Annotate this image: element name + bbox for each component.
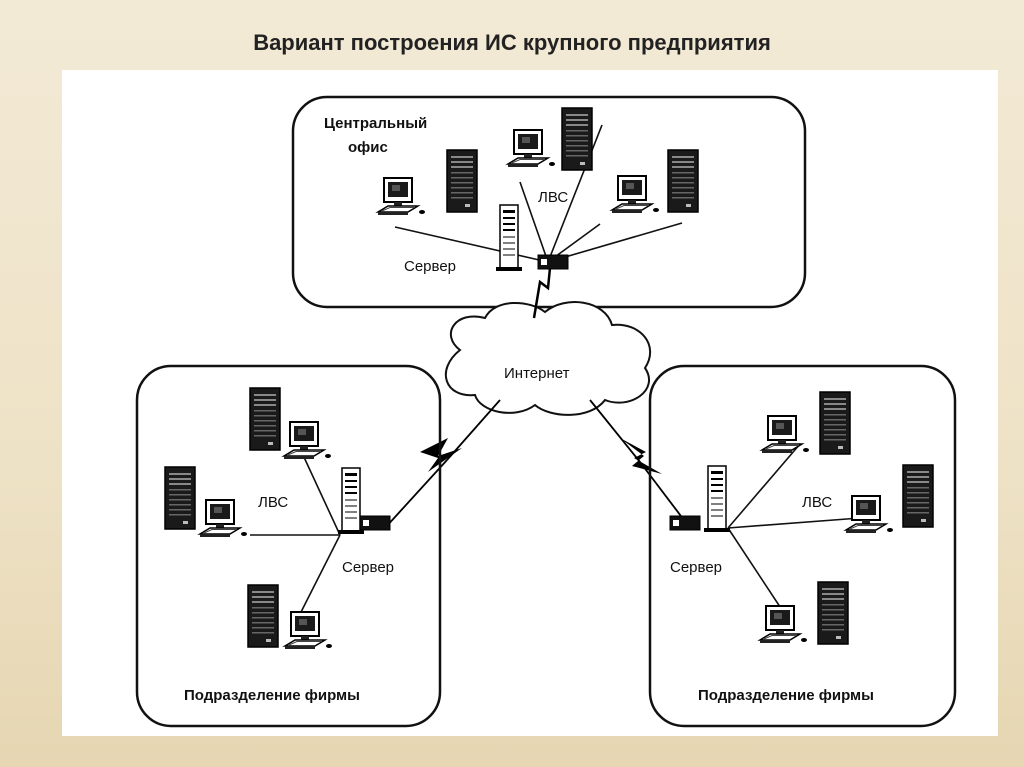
central-workstation-icon-2 — [507, 129, 556, 168]
network-diagram-svg: Центральный офис ЛВС Сервер Интернет — [135, 95, 957, 728]
central-tower-server-icon-2 — [561, 107, 593, 171]
central-tower-server-icon-3 — [667, 149, 699, 213]
left-tower-server-icon-2 — [164, 466, 196, 530]
cloud-icon — [444, 301, 652, 416]
network-diagram: Центральный офис ЛВС Сервер Интернет — [62, 70, 998, 736]
right-workstation-icon-3 — [759, 605, 808, 644]
lightning-link-icon-left — [384, 399, 501, 529]
slide-title: Вариант построения ИС крупного предприят… — [253, 30, 771, 55]
right-tower-server-icon-1 — [819, 391, 851, 455]
central-office-label-line1: Центральный — [324, 115, 427, 132]
central-office-frame — [291, 95, 807, 309]
right-workstation-icon-2 — [845, 495, 894, 534]
left-workstation-icon-2 — [199, 499, 248, 538]
right-division-label: Подразделение фирмы — [698, 687, 874, 704]
left-hub-icon — [359, 515, 391, 531]
right-division-frame — [648, 364, 957, 728]
right-lan-label: ЛВС — [802, 494, 832, 511]
left-workstation-icon-1 — [283, 421, 332, 460]
left-tower-server-icon-3 — [247, 584, 279, 648]
central-workstation-icon-1 — [377, 177, 426, 216]
central-lan-label: ЛВС — [538, 189, 568, 206]
right-tower-server-icon-2 — [902, 464, 934, 528]
left-server-label: Сервер — [342, 559, 394, 576]
central-server-icon — [495, 204, 523, 272]
right-workstation-icon-1 — [761, 415, 810, 454]
left-division-label: Подразделение фирмы — [184, 687, 360, 704]
left-lan-links — [250, 454, 341, 619]
left-workstation-icon-3 — [284, 611, 333, 650]
right-hub-icon — [669, 515, 701, 531]
left-lan-label: ЛВС — [258, 494, 288, 511]
central-office-label-line2: офис — [348, 139, 388, 156]
left-tower-server-icon-1 — [249, 387, 281, 451]
central-tower-server-icon-1 — [446, 149, 478, 213]
lightning-link-icon-central — [532, 267, 552, 319]
right-server-icon — [703, 465, 731, 533]
right-server-label: Сервер — [670, 559, 722, 576]
internet-label: Интернет — [504, 365, 570, 382]
central-workstation-icon-3 — [611, 175, 660, 214]
lightning-link-icon-right — [589, 399, 691, 529]
left-division-frame — [135, 364, 442, 728]
right-tower-server-icon-3 — [817, 581, 849, 645]
central-hub-icon — [537, 254, 569, 270]
central-server-label: Сервер — [404, 258, 456, 275]
